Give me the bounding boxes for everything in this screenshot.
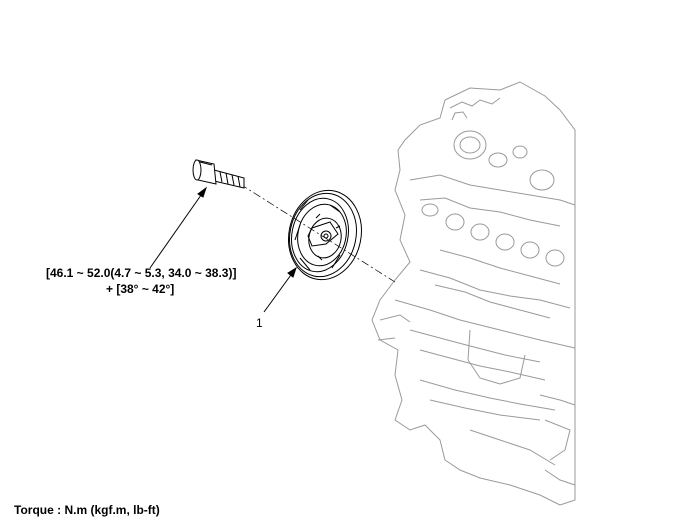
crankshaft-pulley-icon	[288, 189, 362, 281]
pulley-arrowhead	[287, 266, 297, 278]
torque-units-note: Torque : N.m (kgf.m, lb-ft)	[14, 503, 160, 517]
bolt-arrowhead	[197, 186, 207, 198]
torque-spec-line2: + [38° ~ 42°]	[106, 282, 175, 296]
alignment-line	[239, 183, 396, 283]
torque-spec-line1: [46.1 ~ 52.0(4.7 ~ 5.3, 34.0 ~ 38.3)]	[46, 266, 237, 280]
bolt-icon	[192, 159, 245, 189]
part-number-label: 1	[256, 316, 263, 330]
leader-arrows	[149, 186, 297, 313]
engine-block-icon	[371, 81, 576, 506]
bolt-leader-line	[149, 187, 207, 269]
